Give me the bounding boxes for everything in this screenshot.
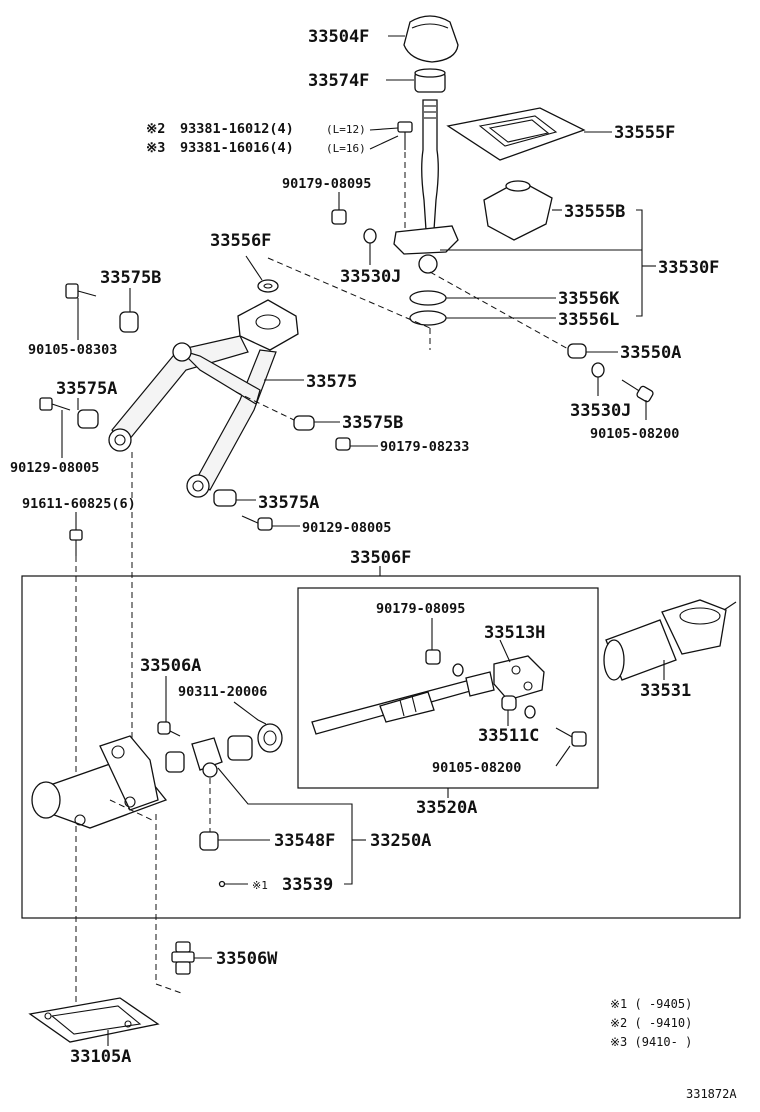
bolt-note-3-length: (L=16) [326,142,366,155]
bushing-33575a-left-drawing[interactable] [77,409,99,429]
bolt-90129-08005-left-drawing[interactable] [39,397,71,411]
o-ring-k-drawing[interactable] [409,290,447,306]
label-90129-08005-left: 90129-08005 [10,460,99,476]
label-33250A: 33250A [370,831,431,851]
oil-seal-90311-20006-drawing[interactable] [257,723,283,753]
lever-housing-33575-drawing[interactable] [108,299,299,498]
shift-lever-drawing[interactable] [393,99,459,274]
bolt-note-3-part: 93381-16016(4) [180,140,294,156]
label-33506W: 33506W [216,949,278,969]
shift-shaft-drawing[interactable] [311,671,495,735]
label-33511C: 33511C [478,726,539,746]
label-90129-08005-mid: 90129-08005 [302,520,391,536]
ring-33530j-right-drawing[interactable] [591,362,605,378]
label-33548F: 33548F [274,831,335,851]
label-33550A: 33550A [620,343,681,363]
label-33506F: 33506F [350,548,411,568]
figure-id: 331872A [686,1087,737,1101]
bushing-33575b-top-drawing[interactable] [119,311,139,333]
bushing-small-drawing[interactable] [165,751,185,773]
label-90311-20006: 90311-20006 [178,684,267,700]
label-33575B-top: 33575B [100,268,161,288]
label-33556L: 33556L [558,310,619,330]
boot-plate-drawing[interactable] [446,107,586,161]
bolt-note-2-length: (L=12) [326,123,366,136]
label-90105-08200-box: 90105-08200 [432,760,521,776]
label-33531: 33531 [640,681,691,701]
pin-33539-drawing[interactable] [218,880,226,888]
breather-33506w-drawing[interactable] [171,941,195,975]
bushing-33575a-mid-drawing[interactable] [213,489,237,507]
label-33504F: 33504F [308,27,369,47]
legend-row-1: ※1 ( -9405) [610,997,692,1011]
lever-bolt-drawing[interactable] [397,121,413,150]
label-33575B-mid: 33575B [342,413,403,433]
bolt-90105-08200-top-drawing[interactable] [621,379,654,403]
bushing-33550a-drawing[interactable] [567,343,587,359]
legend-row-3: ※3 (9410- ) [610,1035,692,1049]
bolt-33506a-drawing[interactable] [157,721,181,737]
bolt-note-3-prefix: ※3 [146,140,165,156]
label-33575: 33575 [306,372,357,392]
selector-33531-drawing[interactable] [603,599,737,681]
label-91611-60825: 91611-60825(6) [22,496,136,512]
nut-90179-08095-box-drawing[interactable] [425,649,441,665]
bolt-note-2-part: 93381-16012(4) [180,121,294,137]
knob-boot-drawing[interactable] [414,68,446,93]
label-33530F: 33530F [658,258,719,278]
nut-90179-08095-drawing[interactable] [331,209,347,225]
shift-head-33513h-drawing[interactable] [493,655,545,701]
label-33555F: 33555F [614,123,675,143]
cover-33105a-drawing[interactable] [28,997,160,1043]
nut-90179-08233-drawing[interactable] [335,437,351,451]
label-33506A: 33506A [140,656,201,676]
shift-knob-drawing[interactable] [403,15,459,63]
dust-boot-drawing[interactable] [483,180,553,241]
label-90179-08095-top: 90179-08095 [282,176,371,192]
pin-33511c-drawing[interactable] [501,695,517,711]
legend-row-2: ※2 ( -9410) [610,1016,692,1030]
label-33556K: 33556K [558,289,620,309]
label-33575A-left: 33575A [56,379,117,399]
bolt-note-2-prefix: ※2 [146,121,165,137]
label-33530J-top: 33530J [340,267,401,287]
bushing-90311-drawing[interactable] [227,735,253,761]
bushing-33575b-mid-drawing[interactable] [293,415,315,431]
label-33539-mark: ※1 [252,879,268,892]
label-90105-08303: 90105-08303 [28,342,117,358]
label-33556F: 33556F [210,231,271,251]
lever-33250a-drawing[interactable] [191,737,223,778]
bolt-91611-60825-drawing[interactable] [69,529,83,556]
label-33574F: 33574F [308,71,369,91]
label-33530J-right: 33530J [570,401,631,421]
bolt-90105-08303-drawing[interactable] [65,283,97,299]
washer-33556f-drawing[interactable] [257,279,279,293]
label-33105A: 33105A [70,1047,131,1067]
label-33555B: 33555B [564,202,625,222]
label-90179-08095-box: 90179-08095 [376,601,465,617]
label-33520A: 33520A [416,798,477,818]
bolt-90129-08005-mid-drawing[interactable] [241,515,273,531]
shift-housing-drawing[interactable] [31,735,168,829]
bushing-33548f-drawing[interactable] [199,831,219,851]
label-90105-08200-top: 90105-08200 [590,426,679,442]
label-33575A-mid: 33575A [258,493,319,513]
label-33539: 33539 [282,875,333,895]
label-33513H: 33513H [484,623,545,643]
label-90179-08233: 90179-08233 [380,439,469,455]
o-ring-l-drawing[interactable] [409,310,447,326]
ring-33530j-top-drawing[interactable] [363,228,377,244]
bolt-90105-08200-box-drawing[interactable] [555,727,587,747]
